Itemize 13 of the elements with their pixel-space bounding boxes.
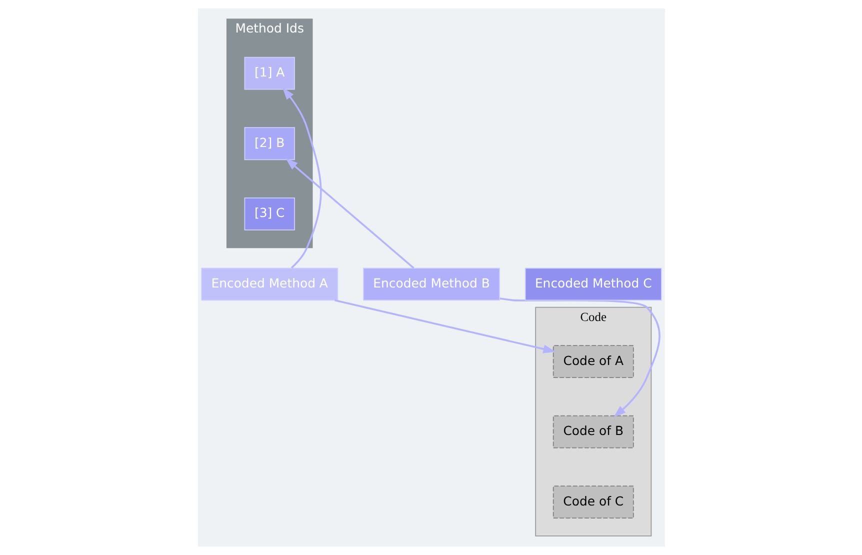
arrow — [499, 298, 660, 418]
node-box: [1] A — [244, 56, 294, 90]
node-box: Code of C — [552, 486, 634, 519]
node-box: Encoded Method B — [362, 268, 500, 301]
node-box: Code of A — [552, 345, 634, 378]
node-box: Encoded Method C — [524, 268, 662, 301]
node-box: Code of B — [552, 415, 634, 448]
arrow — [282, 87, 322, 269]
arrow — [334, 299, 556, 354]
node-box: [2] B — [244, 127, 294, 160]
arrow — [285, 158, 414, 269]
node-box: Encoded Method A — [200, 268, 338, 301]
node-box: [3] C — [244, 197, 294, 230]
